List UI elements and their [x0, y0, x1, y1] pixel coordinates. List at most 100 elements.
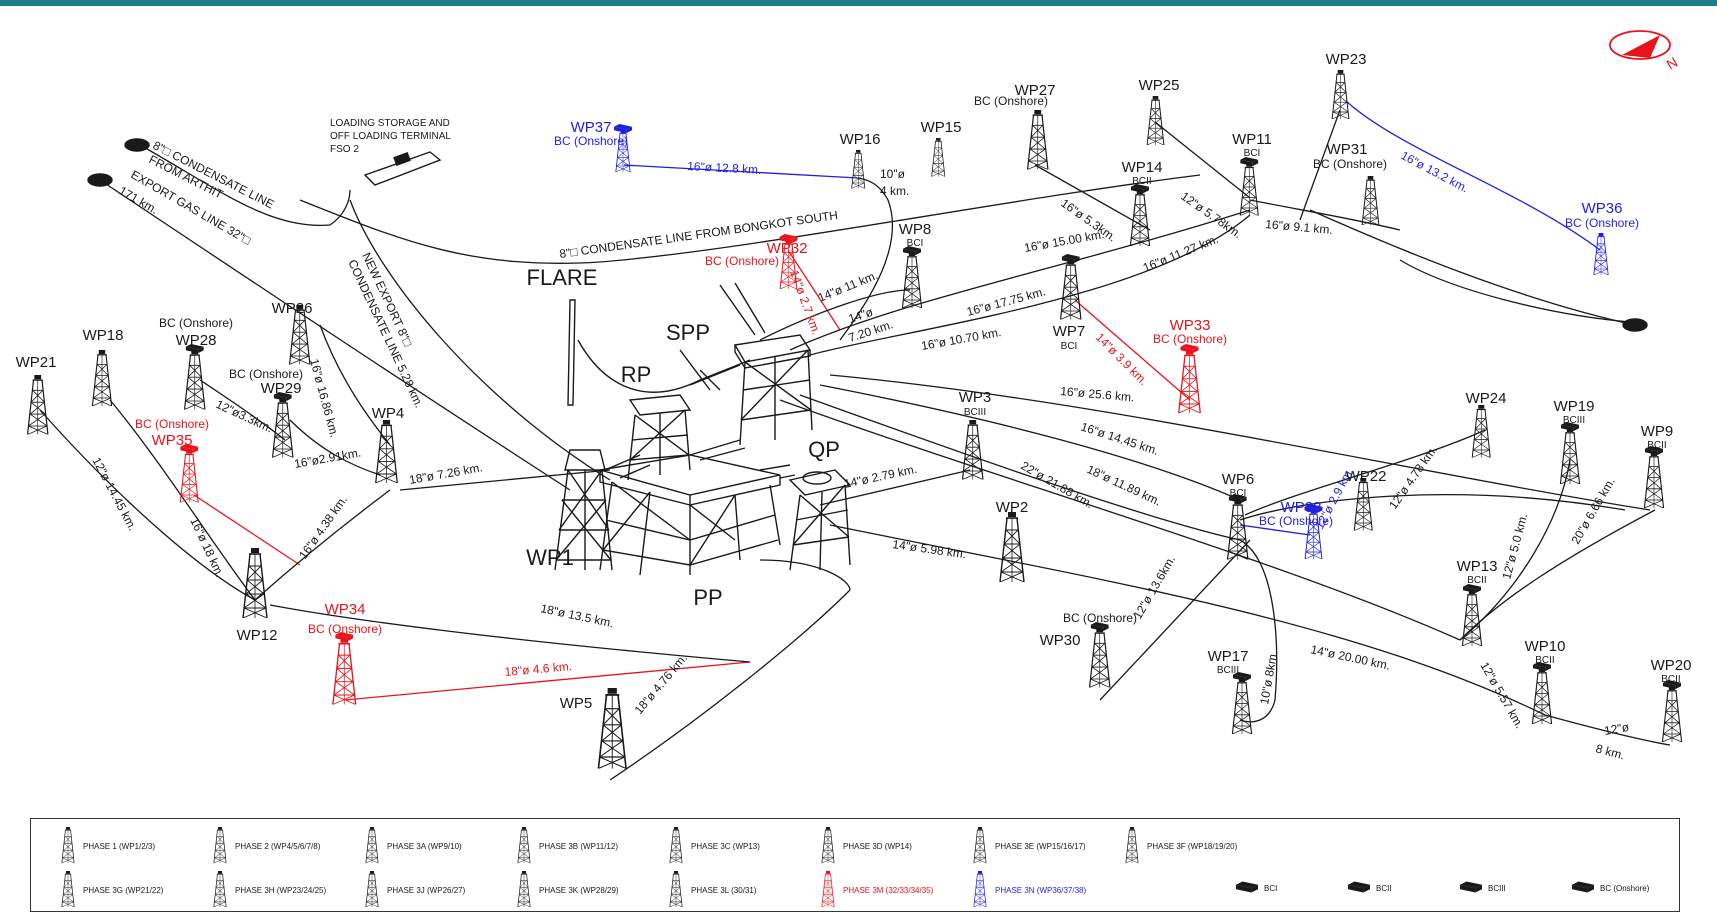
platform-wp21	[28, 375, 48, 435]
platform-label: WP25	[1139, 77, 1180, 94]
platform-sublabel: BCI	[1230, 488, 1247, 499]
legend-phase-label: PHASE 2 (WP4/5/6/7/8)	[235, 842, 320, 851]
platform-wp29	[273, 392, 293, 458]
wellhead-tower-icon	[333, 638, 356, 705]
platform-sublabel: BC (Onshore)	[1565, 216, 1639, 230]
wellhead-tower-icon	[1594, 233, 1608, 275]
legend-phase-label: PHASE 3C (WP13)	[691, 842, 760, 851]
platform-label: WP12	[237, 627, 278, 644]
platform-label: WP8	[899, 221, 932, 238]
pipeline-label: 4 km.	[880, 184, 909, 198]
platform-label: WP21	[16, 354, 57, 371]
platform-label: WP11	[1232, 131, 1272, 148]
platform-wp3	[963, 420, 983, 480]
legend-phase-label: PHASE 3N (WP36/37/38)	[995, 886, 1086, 895]
platform-wp20	[1662, 680, 1681, 742]
platform-label: WP31	[1327, 141, 1368, 158]
platform-wp30	[1090, 622, 1110, 688]
main-platform-qp: QP	[808, 437, 840, 462]
platform-label: WP20	[1651, 657, 1692, 674]
wellhead-tower-icon	[363, 871, 381, 909]
legend-phase-item: PHASE 3K (WP28/29)	[515, 871, 619, 909]
wellhead-tower-icon	[1000, 512, 1024, 582]
platform-sublabel: BC (Onshore)	[974, 94, 1048, 108]
pipeline-label: 8 km.	[1594, 741, 1626, 762]
wellhead-tower-icon	[1061, 260, 1081, 320]
legend-phase-item: PHASE 3L (30/31)	[667, 871, 757, 909]
legend-phase-item: PHASE 3H (WP23/24/25)	[211, 871, 326, 909]
legend-phase-item: PHASE 2 (WP4/5/6/7/8)	[211, 827, 320, 865]
pipeline-label: 20"ø 6.66 km.	[1568, 475, 1617, 546]
platform-sublabel: BCII	[1467, 575, 1486, 586]
wellhead-tower-icon	[667, 871, 685, 909]
wellhead-tower-icon	[852, 150, 865, 189]
platform-sublabel: BC (Onshore)	[705, 254, 779, 268]
wellhead-tower-icon	[1147, 96, 1164, 145]
platform-sublabel: BCIII	[1563, 415, 1585, 426]
compressor-icon	[614, 124, 632, 133]
wellhead-tower-icon	[667, 827, 685, 865]
pipeline-label: 14"ø 5.98 km.	[892, 537, 968, 561]
legend-phase-label: PHASE 3H (WP23/24/25)	[235, 886, 326, 895]
legend-phase-label: PHASE 3M (32/33/34/35)	[843, 886, 933, 895]
platform-label: WP17	[1208, 648, 1249, 665]
wellhead-tower-icon	[1472, 405, 1490, 458]
wellhead-tower-icon	[28, 375, 48, 435]
wellhead-tower-icon	[243, 548, 267, 618]
wellhead-tower-icon	[59, 871, 77, 909]
pipeline-label: 16"ø 9.1 km.	[1265, 217, 1334, 237]
platform-sublabel: BC (Onshore)	[1153, 332, 1227, 346]
platform-sublabel: BC (Onshore)	[554, 134, 628, 148]
platform-sublabel: BCI	[1061, 341, 1078, 352]
pipeline-label: 12"ø3.3km.	[214, 397, 275, 435]
platform-sublabel: BCI	[907, 238, 924, 249]
platform-wp14	[1130, 184, 1149, 246]
legend-phase-item: PHASE 1 (WP1/2/3)	[59, 827, 155, 865]
pipeline-label: 18"ø 4.6 km.	[504, 659, 573, 679]
legend-phase-item: PHASE 3G (WP21/22)	[59, 871, 163, 909]
wellhead-tower-icon	[819, 827, 837, 865]
platform-wp13	[1462, 584, 1481, 646]
wellhead-tower-icon	[1240, 163, 1258, 216]
wellhead-tower-icon	[1462, 590, 1481, 646]
platform-label: WP18	[83, 327, 124, 344]
platform-sublabel: BCIII	[964, 407, 986, 418]
wellhead-tower-icon	[1090, 628, 1110, 688]
platform-wp16	[852, 150, 865, 189]
platform-label: WP4	[372, 405, 405, 422]
pipeline-label: 16"ø 14.45 km.	[1079, 420, 1160, 458]
pipeline-label: 16"ø 12.8 km.	[687, 159, 762, 177]
legend-phase-label: PHASE 3J (WP26/27)	[387, 886, 465, 895]
platform-label: WP3	[959, 389, 992, 406]
wellhead-tower-icon	[180, 450, 198, 503]
platform-label: WP5	[560, 695, 593, 712]
legend-phase-label: PHASE 3E (WP15/16/17)	[995, 842, 1086, 851]
wellhead-tower-icon	[1228, 500, 1248, 560]
platform-wp18	[92, 350, 111, 406]
pipeline	[1460, 510, 1655, 640]
pipeline-label: 18"ø 4.76 km.	[632, 651, 690, 717]
platform-sublabel: BCIII	[1217, 665, 1239, 676]
platform-wp19	[1560, 422, 1579, 484]
pipeline-label: 14"ø 20.00 km.	[1309, 642, 1391, 673]
platform-wp27	[1028, 110, 1048, 170]
pipeline	[610, 590, 850, 780]
platform-sublabel: BC (Onshore)	[308, 622, 382, 636]
pipeline-label: 12"ø 14.45 km.	[89, 455, 139, 533]
platform-sublabel: BCII	[1132, 176, 1151, 187]
legend-phase-item: PHASE 3D (WP14)	[819, 827, 912, 865]
platform-sublabel: BCII	[1647, 440, 1666, 451]
legend-compressor-label: BCI	[1264, 884, 1277, 893]
wellhead-tower-icon	[1662, 686, 1681, 742]
platform-wp9	[1644, 446, 1663, 508]
legend-phase-item: PHASE 3J (WP26/27)	[363, 871, 465, 909]
platform-label: WP26	[272, 300, 313, 317]
platform-wp15	[932, 138, 945, 177]
platform-sublabel: BCII	[1661, 674, 1680, 685]
wellhead-tower-icon	[1354, 478, 1372, 531]
pipeline-label: 12"ø 5.57 km.	[1477, 660, 1526, 731]
platform-wp37	[614, 124, 632, 172]
pipeline	[1346, 101, 1600, 250]
legend-phase-label: PHASE 3L (30/31)	[691, 886, 757, 895]
platform-label: WP6	[1222, 471, 1255, 488]
